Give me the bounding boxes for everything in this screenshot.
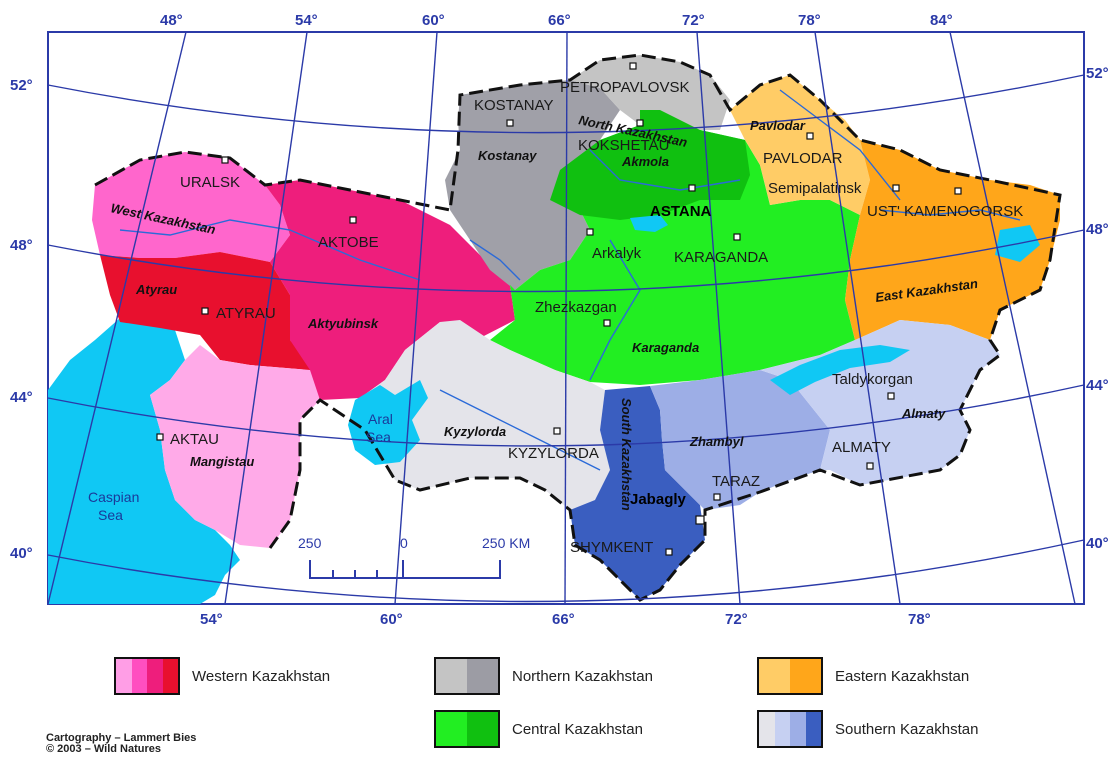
region-label-kostanay: Kostanay	[478, 148, 537, 163]
region-label-kyzylorda: Kyzylorda	[444, 424, 506, 439]
lon-label-top: 84°	[930, 12, 953, 29]
legend-item-eastern: Eastern Kazakhstan	[757, 657, 969, 695]
legend-swatch-western	[114, 657, 180, 695]
legend-item-northern: Northern Kazakhstan	[434, 657, 653, 695]
legend-item-central: Central Kazakhstan	[434, 710, 643, 748]
sea-label-caspian: Caspian	[88, 489, 139, 505]
city-label-astana: ASTANA	[650, 203, 712, 220]
lon-label-bottom: 72°	[725, 611, 748, 628]
city-label-kyzylorda: KYZYLORDA	[508, 445, 599, 462]
region-akmola	[550, 110, 750, 220]
aral-sea	[348, 380, 428, 465]
region-label-south-kazakhstan: South Kazakhstan	[619, 398, 634, 511]
national-border	[94, 53, 1062, 602]
city-label-taraz: TARAZ	[712, 473, 760, 490]
lake-balkhash	[770, 345, 910, 395]
legend-swatch-central	[434, 710, 500, 748]
city-label-ust-kamenogorsk: UST' KAMENOGORSK	[867, 203, 1023, 220]
region-zhambyl	[650, 370, 830, 510]
lat-label-right: 52°	[1086, 65, 1109, 82]
city-label-pavlodar: PAVLODAR	[763, 150, 843, 167]
city-label-atyrau: ATYRAU	[216, 305, 276, 322]
city-label-uralsk: URALSK	[180, 174, 240, 191]
lon-label-bottom: 66°	[552, 611, 575, 628]
sea-label-caspian-2: Sea	[98, 507, 123, 523]
region-label-atyrau: Atyrau	[135, 282, 177, 297]
reservoir	[630, 215, 668, 232]
city-markers	[156, 62, 962, 556]
scale-label-right: 250 KM	[482, 535, 530, 551]
sea-label-aral-2: Sea	[366, 429, 391, 445]
credit-line-2: © 2003 – Wild Natures	[46, 743, 161, 755]
city-label-almaty: ALMATY	[832, 439, 891, 456]
lon-label-top: 54°	[295, 12, 318, 29]
credit-line-1: Cartography – Lammert Bies	[46, 732, 197, 744]
region-north-kazakhstan	[570, 55, 730, 130]
lon-label-top: 72°	[682, 12, 705, 29]
legend-label-central: Central Kazakhstan	[512, 720, 643, 738]
region-kyzylorda	[360, 320, 610, 510]
legend-swatch-northern	[434, 657, 500, 695]
region-west-kazakhstan	[92, 152, 290, 262]
lat-label-left: 48°	[10, 237, 33, 254]
region-mangistau	[150, 345, 320, 548]
city-label-kostanay: KOSTANAY	[474, 97, 553, 114]
region-pavlodar	[730, 75, 870, 215]
rivers	[119, 89, 1021, 471]
city-label-taldykorgan: Taldykorgan	[832, 371, 913, 388]
lon-label-bottom: 60°	[380, 611, 403, 628]
lon-label-top: 48°	[160, 12, 183, 29]
region-label-almaty: Almaty	[901, 406, 946, 421]
region-label-zhambyl: Zhambyl	[689, 434, 744, 449]
city-label-jabagly: Jabagly	[630, 491, 687, 508]
city-label-petropavlovsk: PETROPAVLOVSK	[560, 79, 690, 96]
scale-bar	[309, 560, 501, 579]
region-label-aktyubinsk: Aktyubinsk	[307, 316, 379, 331]
scale-label-zero: 0	[400, 535, 408, 551]
city-label-shymkent: SHYMKENT	[570, 539, 653, 556]
legend-label-western: Western Kazakhstan	[192, 667, 331, 685]
legend-label-eastern: Eastern Kazakhstan	[835, 667, 970, 685]
lat-label-right: 48°	[1086, 221, 1109, 238]
legend-item-western: Western Kazakhstan	[114, 657, 330, 695]
caspian-sea	[48, 300, 240, 604]
city-label-aktau: AKTAU	[170, 431, 219, 448]
lat-label-right: 44°	[1086, 377, 1109, 394]
legend-swatch-southern	[757, 710, 823, 748]
city-label-aktobe: AKTOBE	[318, 234, 379, 251]
lon-label-top: 78°	[798, 12, 821, 29]
lat-label-right: 40°	[1086, 535, 1109, 552]
city-label-zhezkazgan: Zhezkazgan	[535, 299, 617, 316]
lat-label-left: 44°	[10, 389, 33, 406]
city-label-karaganda: KARAGANDA	[674, 249, 768, 266]
lon-label-bottom: 78°	[908, 611, 931, 628]
graticule	[47, 31, 1085, 605]
legend-label-southern: Southern Kazakhstan	[835, 720, 979, 738]
city-label-kokshetau: KOKSHETAU	[578, 137, 669, 154]
credit: Cartography – Lammert Bies © 2003 – Wild…	[46, 733, 196, 755]
legend-swatch-eastern	[757, 657, 823, 695]
region-south-kazakhstan	[570, 386, 705, 600]
region-label-mangistau: Mangistau	[190, 454, 254, 469]
sea-label-aral: Aral	[368, 411, 393, 427]
kazakhstan-map: 48° 54° 60° 66° 72° 78° 84° 54° 60° 66° …	[10, 12, 1109, 628]
region-label-akmola: Akmola	[621, 154, 669, 169]
scale-label-left: 250	[298, 535, 322, 551]
lon-label-top: 60°	[422, 12, 445, 29]
lon-label-bottom: 54°	[200, 611, 223, 628]
lon-label-top: 66°	[548, 12, 571, 29]
lat-label-left: 52°	[10, 77, 33, 94]
city-label-semipalatinsk: Semipalatinsk	[768, 180, 862, 197]
region-aktyubinsk	[265, 180, 515, 400]
legend-label-northern: Northern Kazakhstan	[512, 667, 653, 685]
region-label-karaganda: Karaganda	[632, 340, 699, 355]
city-label-arkalyk: Arkalyk	[592, 245, 642, 262]
region-label-pavlodar: Pavlodar	[750, 118, 806, 133]
legend-item-southern: Southern Kazakhstan	[757, 710, 978, 748]
lat-label-left: 40°	[10, 545, 33, 562]
legend: Western Kazakhstan Northern Kazakhstan E…	[0, 640, 1120, 762]
